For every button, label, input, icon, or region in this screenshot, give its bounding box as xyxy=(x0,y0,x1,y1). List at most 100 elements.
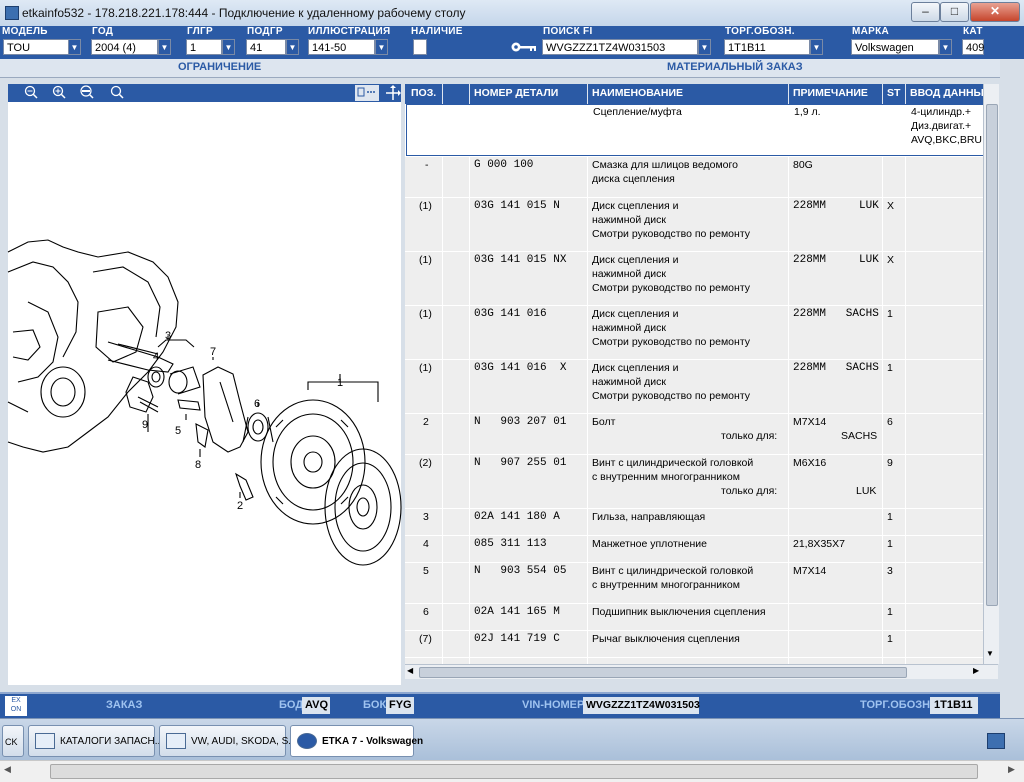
col-name[interactable]: НАИМЕНОВАНИЕ xyxy=(592,87,683,99)
scroll-thumb[interactable] xyxy=(986,104,998,606)
table-row[interactable]: 3 02A 141 180 A Гильза, направляющая 1 xyxy=(405,508,990,536)
table-row[interactable]: (1) 03G 141 015 N Диск сцепления и нажим… xyxy=(405,197,990,252)
trade-designation-select[interactable]: 1T1B11 xyxy=(724,39,810,55)
maximize-button[interactable]: □ xyxy=(940,2,969,22)
tray-monitor-icon[interactable] xyxy=(987,733,1005,749)
model-select[interactable]: TOU xyxy=(3,39,69,55)
order-label[interactable]: ЗАКАЗ xyxy=(106,699,143,711)
availability-checkbox[interactable] xyxy=(413,39,427,55)
table-row[interactable]: (1) 03G 141 015 NX Диск сцепления и нажи… xyxy=(405,251,990,306)
subgroup-select[interactable]: 41 xyxy=(246,39,286,55)
taskbar-item-catalogs[interactable]: КАТАЛОГИ ЗАПАСН... xyxy=(28,725,163,757)
callout-2: 2 xyxy=(237,500,243,512)
col-note[interactable]: ПРИМЕЧАНИЕ xyxy=(793,87,868,99)
row-st: 1 xyxy=(887,511,893,523)
vin-label: VIN-НОМЕР xyxy=(522,699,585,711)
chevron-down-icon[interactable]: ▼ xyxy=(68,39,81,55)
vin-search-input[interactable]: WVGZZZ1TZ4W031503 xyxy=(542,39,698,55)
col-part-number[interactable]: НОМЕР ДЕТАЛИ xyxy=(474,87,559,99)
row-name: нажимной диск xyxy=(592,322,667,334)
brand-select[interactable]: Volkswagen xyxy=(851,39,939,55)
chevron-down-icon[interactable]: ▼ xyxy=(698,39,711,55)
scroll-thumb[interactable] xyxy=(50,764,978,779)
taskbar: CK КАТАЛОГИ ЗАПАСН... VW, AUDI, SKODA, S… xyxy=(0,718,1024,761)
scroll-right-icon[interactable]: ▶ xyxy=(973,666,980,675)
material-order-tab[interactable]: МАТЕРИАЛЬНЫЙ ЗАКАЗ xyxy=(667,61,803,73)
fit-page-icon[interactable] xyxy=(355,85,379,101)
bok-value: FYG xyxy=(389,699,412,711)
callout-4: 4 xyxy=(153,351,159,363)
subgroup-label: ПОДГР xyxy=(247,26,283,37)
scroll-thumb[interactable] xyxy=(419,667,907,678)
bod-value: AVQ xyxy=(305,699,329,711)
table-row[interactable]: 4 085 311 113 Манжетное уплотнение 21,8X… xyxy=(405,535,990,563)
exploded-view-diagram: 1 2 3 4 5 6 7 8 9 xyxy=(7,239,402,566)
zoom-area-icon[interactable] xyxy=(48,85,70,101)
illustration-select[interactable]: 141-50 xyxy=(308,39,375,55)
row-name: Смотри руководство по ремонту xyxy=(592,336,750,348)
search-icon[interactable] xyxy=(106,85,128,101)
chevron-down-icon[interactable]: ▼ xyxy=(222,39,235,55)
taskbar-item-vw-audi[interactable]: VW, AUDI, SKODA, S... xyxy=(159,725,297,757)
year-select[interactable]: 2004 (4) xyxy=(91,39,158,55)
row-st: X xyxy=(887,200,895,212)
scroll-down-icon[interactable]: ▼ xyxy=(986,649,994,658)
table-row[interactable]: (7) 02J 141 719 C Рычаг выключения сцепл… xyxy=(405,630,990,658)
row-note: 1,9 л. xyxy=(794,106,821,118)
table-row[interactable]: 2 N 903 207 01 Болт только для: M7X14 SA… xyxy=(405,413,990,455)
minimize-button[interactable]: – xyxy=(911,2,940,22)
zoom-out-icon[interactable] xyxy=(20,85,42,101)
col-pos[interactable]: ПОЗ. xyxy=(411,87,437,99)
key-icon[interactable] xyxy=(510,40,538,54)
horizontal-scrollbar[interactable]: ◀ ▶ xyxy=(405,664,998,679)
chevron-down-icon[interactable]: ▼ xyxy=(810,39,823,55)
scroll-right-icon[interactable]: ▶ xyxy=(1008,764,1015,774)
row-note-detail: SACHS xyxy=(841,430,878,442)
row-name: Диск сцепления и xyxy=(592,308,679,320)
col-divider xyxy=(442,84,443,104)
row-name: Подшипник выключения сцепления xyxy=(592,606,766,618)
row-st: X xyxy=(887,254,895,266)
zoom-100-icon[interactable] xyxy=(76,85,98,101)
scroll-left-icon[interactable]: ◀ xyxy=(407,666,414,675)
vehicle-fields-bar: МОДЕЛЬ TOU ▼ ГОД 2004 (4) ▼ ГЛГР 1 ▼ ПОД… xyxy=(0,26,1024,59)
table-row-partial xyxy=(405,657,990,668)
table-row[interactable]: 5 N 903 554 05 Винт с цилиндрической гол… xyxy=(405,562,990,604)
start-button[interactable]: CK xyxy=(2,725,24,757)
row-st: 1 xyxy=(887,308,893,320)
chevron-down-icon[interactable]: ▼ xyxy=(939,39,952,55)
col-st[interactable]: ST xyxy=(887,87,901,99)
taskbar-item-etka[interactable]: ETKA 7 - Volkswagen xyxy=(290,725,423,757)
rdp-horizontal-scrollbar[interactable]: ◀ ▶ xyxy=(0,760,1024,782)
row-note: M6X16 xyxy=(793,457,827,469)
close-button[interactable]: ✕ xyxy=(970,2,1020,22)
table-row[interactable]: - G 000 100 Смазка для шлицов ведомого д… xyxy=(405,156,990,198)
scroll-left-icon[interactable]: ◀ xyxy=(4,764,11,774)
chevron-down-icon[interactable]: ▼ xyxy=(158,39,171,55)
restriction-tab[interactable]: ОГРАНИЧЕНИЕ xyxy=(178,61,262,73)
catalog-select[interactable]: 409 xyxy=(962,39,984,55)
table-row[interactable]: 6 02A 141 165 M Подшипник выключения сце… xyxy=(405,603,990,631)
parts-illustration[interactable]: 1 2 3 4 5 6 7 8 9 xyxy=(7,102,402,685)
table-row[interactable]: (1) 03G 141 016 Диск сцепления и нажимно… xyxy=(405,305,990,360)
row-condition: только для: xyxy=(721,430,778,442)
year-label: ГОД xyxy=(92,26,114,37)
table-row[interactable]: (2) N 907 255 01 Винт с цилиндрической г… xyxy=(405,454,990,509)
col-divider xyxy=(442,156,443,666)
chevron-down-icon[interactable]: ▼ xyxy=(375,39,388,55)
title-bar: etkainfo532 - 178.218.221.178:444 - Подк… xyxy=(0,0,1024,27)
row-name: Диск сцепления и xyxy=(592,200,679,212)
main-group-select[interactable]: 1 xyxy=(186,39,222,55)
col-data-input[interactable]: ВВОД ДАННЫХ xyxy=(910,87,991,99)
move-arrows-icon[interactable] xyxy=(382,85,404,101)
vertical-scrollbar[interactable]: ▼ xyxy=(983,84,999,664)
row-name: Гильза, направляющая xyxy=(592,511,706,523)
model-label: МОДЕЛЬ xyxy=(2,26,48,37)
row-name: Смотри руководство по ремонту xyxy=(592,282,750,294)
table-row[interactable]: (1) 03G 141 016 X Диск сцепления и нажим… xyxy=(405,359,990,414)
row-name: Диск сцепления и xyxy=(592,362,679,374)
table-row-selected[interactable]: Сцепление/муфта 1,9 л. 4-цилиндр.+ Диз.д… xyxy=(406,104,990,156)
availability-label: НАЛИЧИЕ xyxy=(411,26,463,37)
callout-3: 3 xyxy=(165,330,171,342)
chevron-down-icon[interactable]: ▼ xyxy=(286,39,299,55)
